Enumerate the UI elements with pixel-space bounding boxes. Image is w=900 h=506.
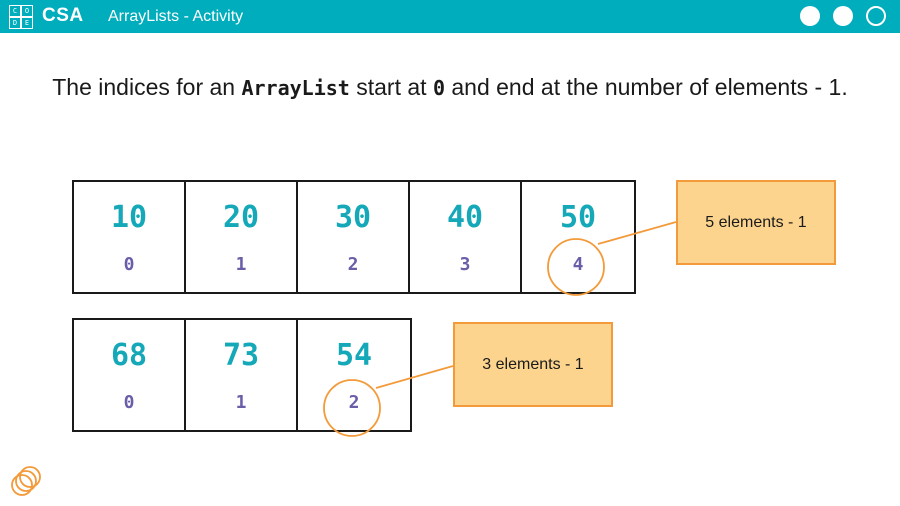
code-logo-icon: C O D E [9, 5, 33, 29]
array-cell: 68 0 [74, 320, 186, 430]
array-cell: 40 3 [410, 182, 522, 292]
heading-code: 0 [432, 76, 445, 100]
array-cell: 50 4 [522, 182, 634, 292]
heading-text: start at [349, 74, 433, 100]
logo-letter: C [9, 5, 21, 17]
arraylist-diagram: 68 0 73 1 54 2 [72, 318, 412, 432]
element-index: 2 [348, 392, 360, 413]
page-title: ArrayLists - Activity [108, 8, 244, 25]
element-value: 68 [110, 338, 148, 373]
element-value: 73 [222, 338, 260, 373]
heading-code: ArrayList [241, 76, 350, 100]
element-index: 4 [572, 254, 584, 275]
element-value: 30 [334, 200, 372, 235]
top-bar: C O D E CSA ArrayLists - Activity [0, 0, 900, 33]
logo-letter: E [21, 17, 33, 29]
logo-letter: D [9, 17, 21, 29]
logo-letter: O [21, 5, 33, 17]
brand-label: CSA [42, 5, 84, 26]
element-index: 0 [123, 254, 135, 275]
callout-box: 3 elements - 1 [453, 322, 613, 407]
array-cell: 54 2 [298, 320, 410, 430]
element-index: 2 [347, 254, 359, 275]
array-cell: 10 0 [74, 182, 186, 292]
array-cell: 20 1 [186, 182, 298, 292]
element-value: 50 [559, 200, 597, 235]
array-cell: 73 1 [186, 320, 298, 430]
element-index: 0 [123, 392, 135, 413]
stacked-rings-icon [11, 466, 41, 496]
circle-icon[interactable] [833, 6, 853, 26]
heading-text: and end at the number of elements - 1. [444, 74, 848, 100]
element-value: 10 [110, 200, 148, 235]
element-value: 54 [335, 338, 373, 373]
slide-heading: The indices for an ArrayList start at 0 … [40, 70, 860, 105]
circle-icon[interactable] [800, 6, 820, 26]
element-value: 20 [222, 200, 260, 235]
window-controls [800, 6, 886, 26]
element-index: 1 [235, 392, 247, 413]
element-index: 3 [459, 254, 471, 275]
arraylist-diagram: 10 0 20 1 30 2 40 3 50 4 [72, 180, 636, 294]
callout-box: 5 elements - 1 [676, 180, 836, 265]
ring-icon[interactable] [866, 6, 886, 26]
element-index: 1 [235, 254, 247, 275]
heading-text: The indices for an [52, 74, 242, 100]
array-cell: 30 2 [298, 182, 410, 292]
element-value: 40 [446, 200, 484, 235]
